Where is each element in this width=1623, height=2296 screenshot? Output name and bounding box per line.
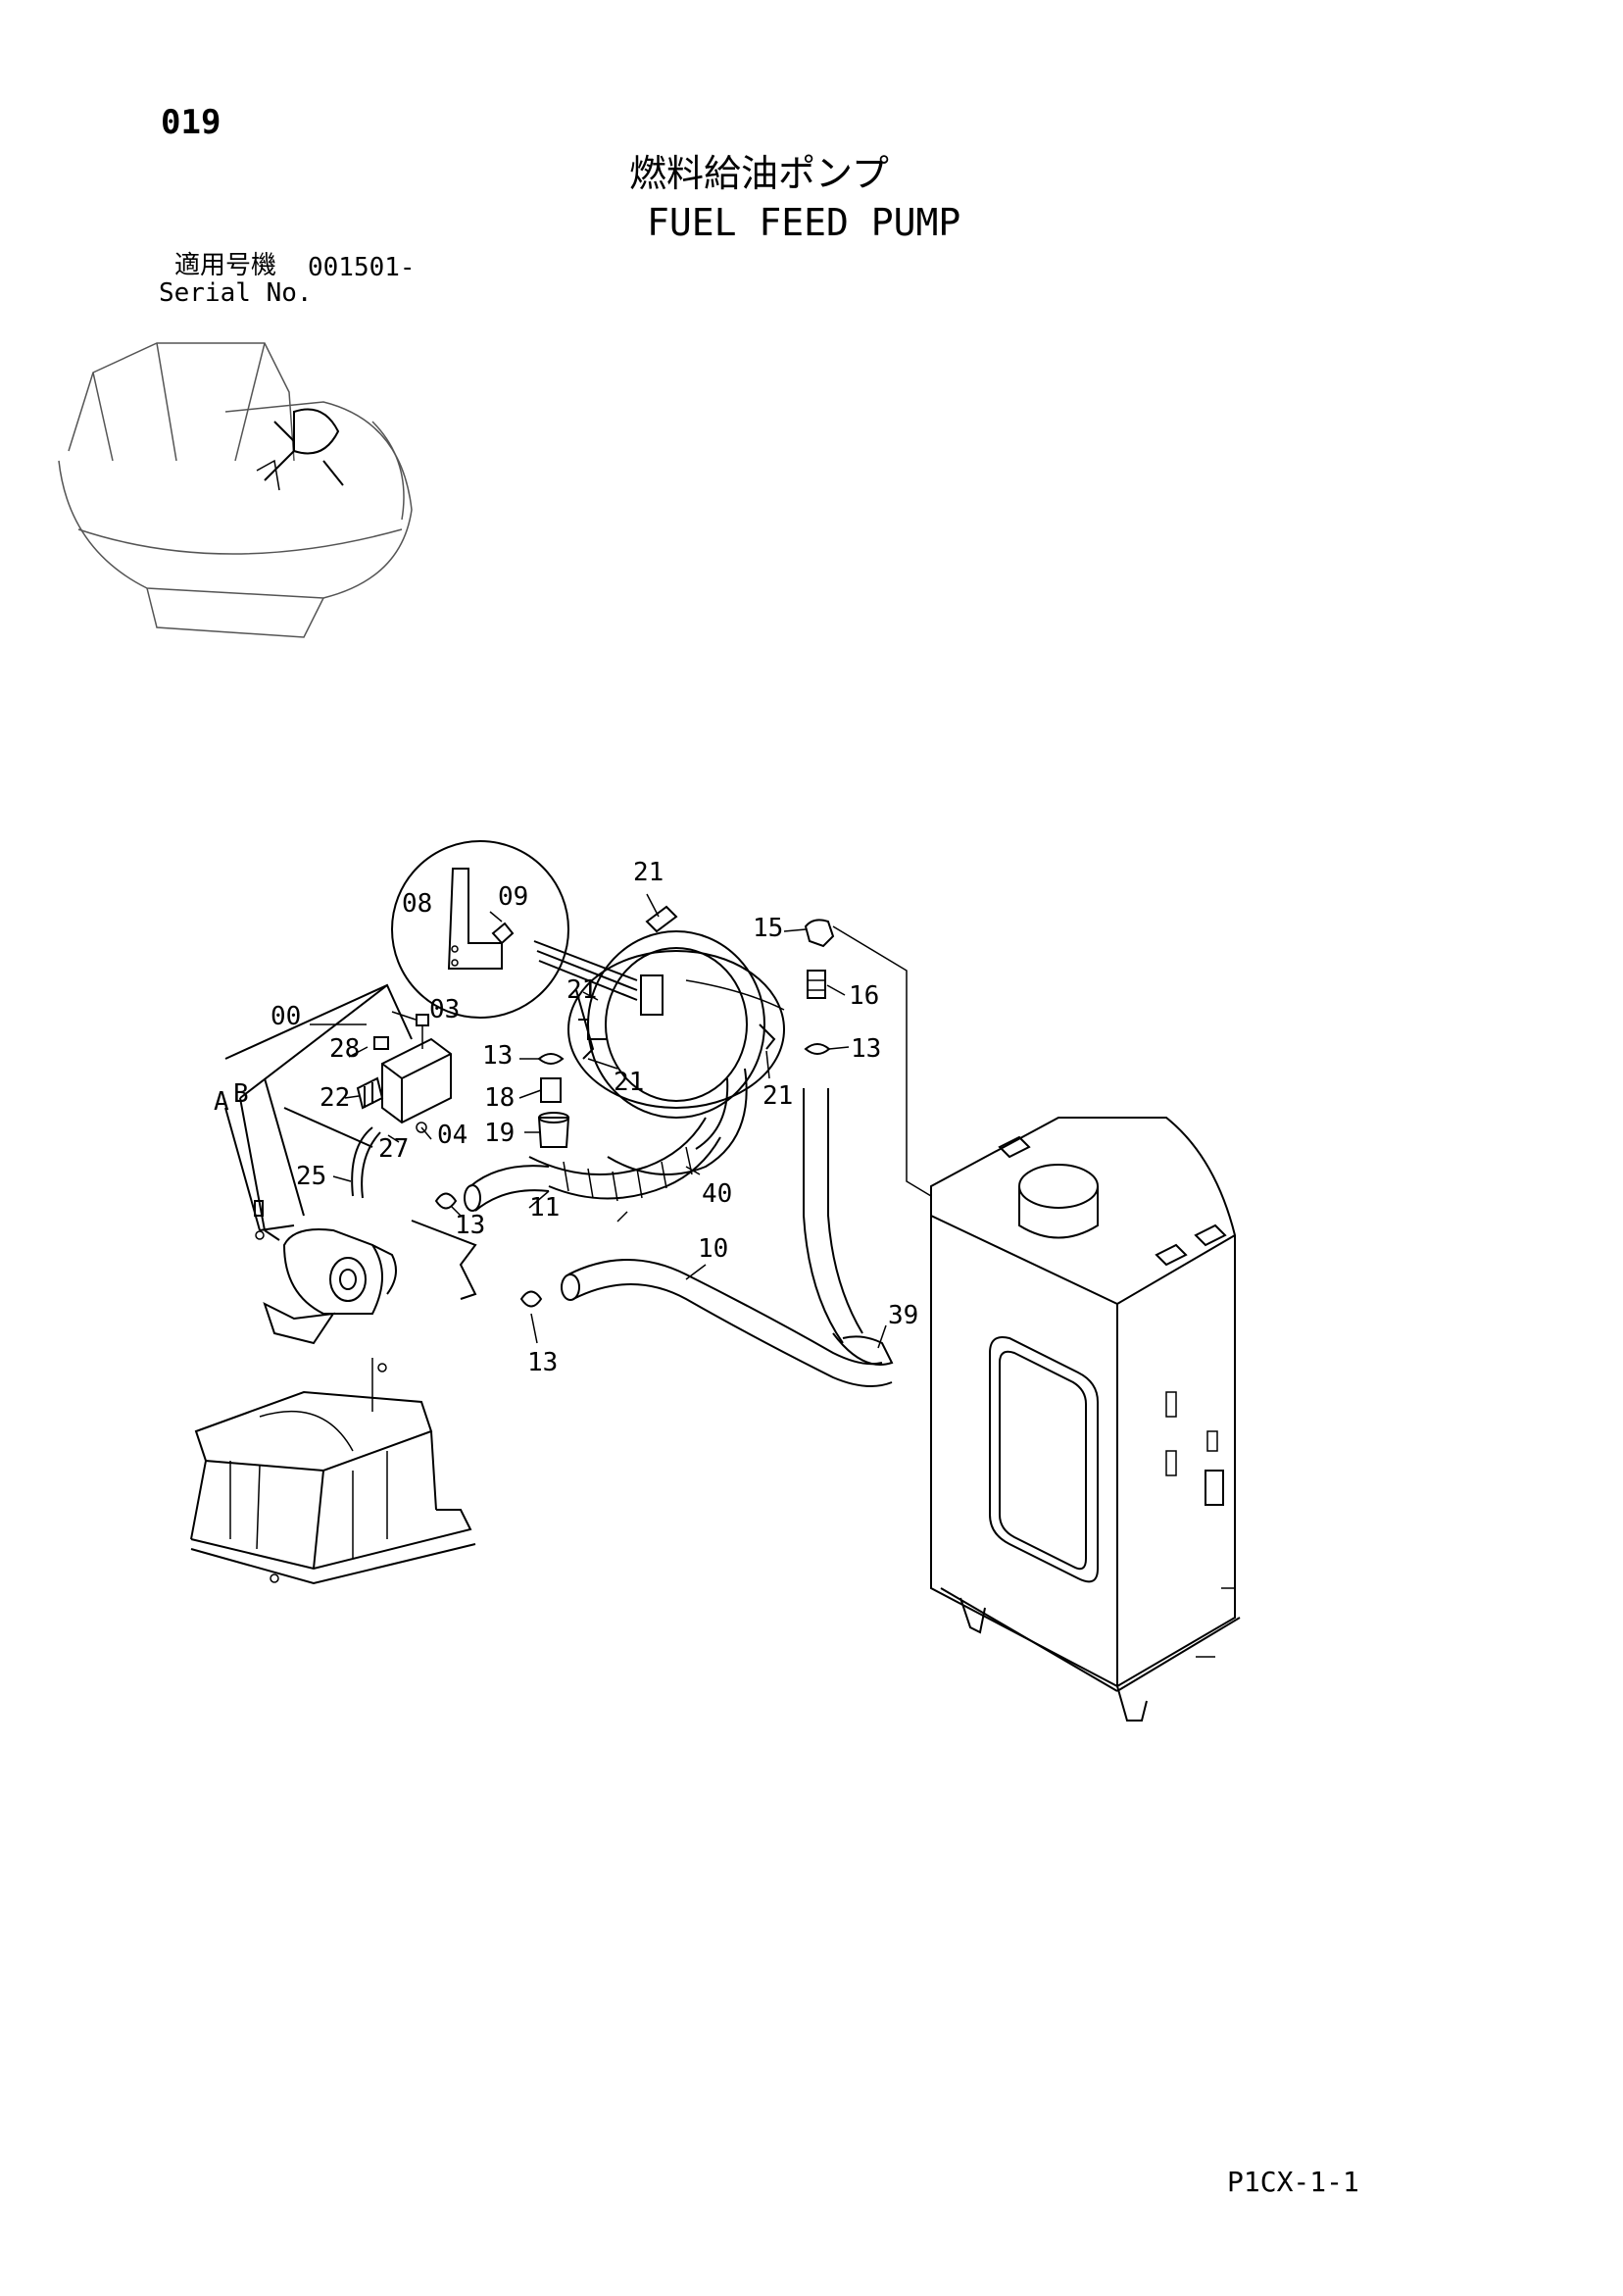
hose-11 xyxy=(469,1165,550,1187)
part-label-04: 04 xyxy=(437,1121,467,1150)
part-label-21-right: 21 xyxy=(762,1081,793,1111)
part-label-13-right: 13 xyxy=(851,1034,881,1064)
part-label-21-top: 21 xyxy=(633,858,664,887)
hose-10 xyxy=(567,1259,883,1366)
bolt-09-shape xyxy=(491,922,515,945)
part-label-22: 22 xyxy=(320,1083,350,1113)
part-label-11: 11 xyxy=(529,1193,560,1223)
part-label-13-bottom: 13 xyxy=(527,1348,558,1377)
part-label-39: 39 xyxy=(888,1301,918,1330)
fuel-pump-assembly xyxy=(263,1126,397,1345)
part-label-03: 03 xyxy=(429,995,460,1024)
part-label-19: 19 xyxy=(484,1119,515,1148)
tank-inspection-window xyxy=(989,1336,1099,1583)
detail-callout-bracket xyxy=(391,840,638,1019)
title-japanese: 燃料給油ポンプ xyxy=(629,152,889,195)
bracket-08-shape xyxy=(447,868,503,970)
part-label-40: 40 xyxy=(702,1179,732,1209)
part-label-B: B xyxy=(233,1079,249,1109)
part-label-18: 18 xyxy=(484,1083,515,1113)
clamp-21 xyxy=(640,974,664,1016)
tank-cap xyxy=(1018,1164,1099,1209)
part-label-15: 15 xyxy=(753,914,783,943)
part-label-27: 27 xyxy=(378,1134,409,1164)
serial-label-japanese: 適用号機 xyxy=(174,251,277,280)
title-english: FUEL FEED PUMP xyxy=(647,201,961,244)
pump-wire-25 xyxy=(351,1126,373,1197)
tank-connection-line xyxy=(832,925,932,1197)
part-label-13-upper: 13 xyxy=(482,1041,513,1071)
part-label-00: 00 xyxy=(270,1002,301,1031)
hose-coil xyxy=(567,905,785,1175)
relay-bracket xyxy=(356,1014,452,1133)
cab-outline xyxy=(68,342,295,462)
footer-code: P1CX-1-1 xyxy=(1227,2166,1359,2198)
hose-vertical xyxy=(803,1088,844,1344)
fuel-tank xyxy=(930,1117,1241,1722)
machine-locator-thumbnail xyxy=(58,342,413,638)
callout-leader xyxy=(533,940,638,1001)
part-label-28: 28 xyxy=(329,1034,360,1064)
fittings-center xyxy=(537,1019,608,1148)
part-label-13-left: 13 xyxy=(455,1211,485,1240)
part-leaders xyxy=(310,893,887,1349)
mounting-frame xyxy=(190,1358,476,1585)
clamp-13-bottom xyxy=(519,1290,543,1308)
part-label-21-left: 21 xyxy=(566,975,597,1005)
serial-number: 001501- xyxy=(308,253,416,282)
part-label-A: A xyxy=(214,1087,229,1117)
page-number: 019 xyxy=(161,103,221,142)
part-label-21-lower: 21 xyxy=(614,1068,644,1097)
part-label-09: 09 xyxy=(498,882,528,912)
serial-label-english: Serial No. xyxy=(159,278,313,308)
part-label-08: 08 xyxy=(402,889,432,919)
part-label-16: 16 xyxy=(849,981,879,1011)
part-label-25: 25 xyxy=(296,1162,326,1191)
part-label-10: 10 xyxy=(698,1234,728,1264)
spiral-guard-40 xyxy=(528,1117,721,1202)
assembly-leader-lines xyxy=(224,983,477,1300)
clamp-13-left xyxy=(434,1192,458,1210)
